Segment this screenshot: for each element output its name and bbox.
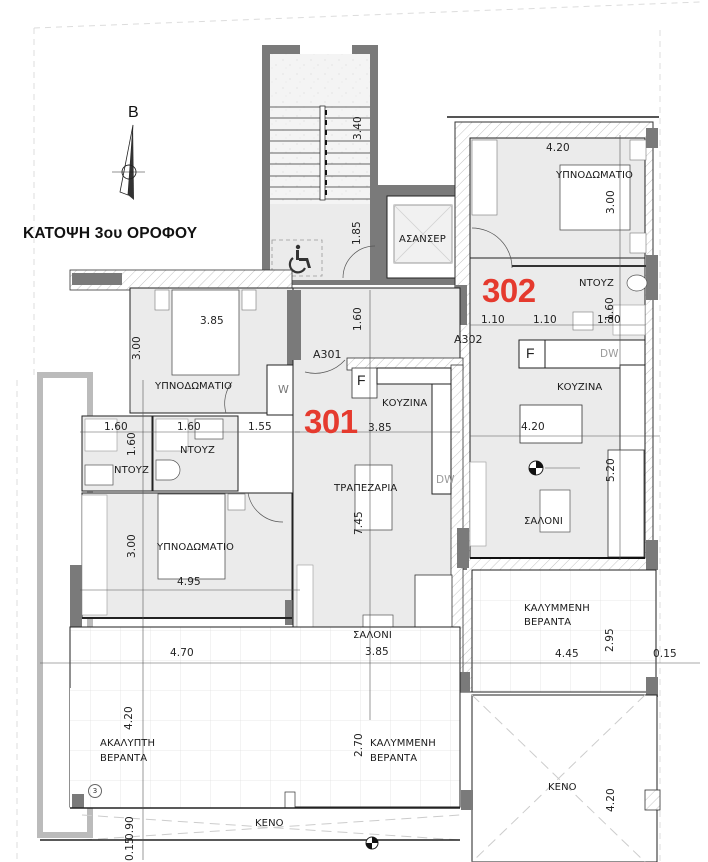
unit-301-verandas bbox=[40, 626, 473, 850]
kitchen-301-label: ΚΟΥΖΙΝΑ bbox=[382, 398, 428, 409]
kitchen-302-fridge: F bbox=[526, 345, 535, 361]
covered-veranda-302-label-1: ΚΑΛΥΜΜΕΝΗ bbox=[524, 603, 590, 614]
kitchen-301-fridge: F bbox=[357, 372, 366, 388]
covered-veranda-302-width: 4.45 bbox=[555, 648, 579, 660]
site-boundary bbox=[16, 1, 701, 862]
kitchen-302-width: 4.20 bbox=[521, 421, 545, 433]
unit-302-door-label: A302 bbox=[454, 333, 483, 346]
unit-number-301[interactable]: 301 bbox=[304, 403, 358, 440]
wheelchair-icon bbox=[288, 244, 311, 274]
living-301-width: 3.85 bbox=[365, 646, 389, 658]
stair-core bbox=[262, 45, 378, 285]
bedroom1-width: 3.85 bbox=[200, 315, 224, 327]
bath1-depth: 1.60 bbox=[126, 432, 138, 456]
living-302-label: ΣΑΛΟΝΙ bbox=[524, 516, 563, 527]
north-label: B bbox=[128, 104, 139, 121]
bedroom-302-depth: 3.00 bbox=[605, 190, 617, 214]
unit-302-veranda bbox=[471, 569, 661, 862]
open-veranda-width: 4.70 bbox=[170, 647, 194, 659]
open-veranda-label-2: ΒΕΡΑΝΤΑ bbox=[100, 753, 148, 764]
dining-label: ΤΡΑΠΕΖΑΡΙΑ bbox=[334, 483, 398, 494]
void-301-dim-a: 0.15 bbox=[124, 837, 136, 861]
hall-width: 1.55 bbox=[248, 421, 272, 433]
bath1-label: ΝΤΟΥΖ bbox=[114, 465, 149, 476]
elevator-label: ΑΣΑΝΣΕΡ bbox=[399, 234, 446, 245]
bath1-width: 1.60 bbox=[104, 421, 128, 433]
bath-302-width: 1.80 bbox=[597, 314, 621, 326]
bedroom-302-width: 4.20 bbox=[546, 142, 570, 154]
living-301-label: ΣΑΛΟΝΙ bbox=[353, 630, 392, 641]
kitchen-301-dishwasher: DW bbox=[436, 474, 455, 486]
elevator-shaft bbox=[378, 185, 468, 285]
bedroom2-width: 4.95 bbox=[177, 576, 201, 588]
covered-veranda-301-label-2: ΒΕΡΑΝΤΑ bbox=[370, 753, 418, 764]
bedroom2-label: ΥΠΝΟΔΩΜΑΤΙΟ bbox=[157, 542, 234, 553]
void-301-dim-b: 0.90 bbox=[124, 816, 136, 840]
kitchen-302-label: ΚΟΥΖΙΝΑ bbox=[557, 382, 603, 393]
open-veranda-depth: 4.20 bbox=[123, 706, 135, 730]
wardrobe-label: W bbox=[278, 383, 289, 396]
covered-veranda-302-label-2: ΒΕΡΑΝΤΑ bbox=[524, 617, 572, 628]
bath2-width: 1.60 bbox=[177, 421, 201, 433]
covered-veranda-301-label-1: ΚΑΛΥΜΜΕΝΗ bbox=[370, 738, 436, 749]
void-302-depth: 4.20 bbox=[605, 788, 617, 812]
stair-dimension: 3.40 bbox=[352, 116, 364, 140]
covered-veranda-302-depth: 2.95 bbox=[604, 628, 616, 652]
kitchen-301-width: 3.85 bbox=[368, 422, 392, 434]
bedroom2-depth: 3.00 bbox=[126, 534, 138, 558]
section-marker-3: 3 bbox=[88, 784, 102, 798]
unit-301-door-label: A301 bbox=[313, 348, 342, 361]
dining-depth: 7.45 bbox=[353, 511, 365, 535]
north-arrow-icon bbox=[112, 124, 145, 200]
bedroom1-depth: 3.00 bbox=[131, 336, 143, 360]
dimension-lines bbox=[40, 135, 700, 860]
corridor-dimension: 1.60 bbox=[352, 307, 364, 331]
void-301-label: ΚΕΝΟ bbox=[255, 818, 284, 829]
void-302-label: ΚΕΝΟ bbox=[548, 782, 577, 793]
bedroom-302-label: ΥΠΝΟΔΩΜΑΤΙΟ bbox=[556, 170, 633, 181]
living-302-depth: 5.20 bbox=[605, 458, 617, 482]
covered-veranda-301-depth: 2.70 bbox=[353, 733, 365, 757]
entry-302-dim-2: 1.10 bbox=[533, 314, 557, 326]
kitchen-302-dishwasher: DW bbox=[600, 348, 619, 360]
veranda-302-offset: 0.15 bbox=[653, 648, 677, 660]
bath-302-label: ΝΤΟΥΖ bbox=[579, 278, 614, 289]
open-veranda-label-1: ΑΚΑΛΥΠΤΗ bbox=[100, 738, 156, 749]
entry-302-dim-1: 1.10 bbox=[481, 314, 505, 326]
bedroom1-label: ΥΠΝΟΔΩΜΑΤΙΟ bbox=[155, 381, 232, 392]
unit-301-walls bbox=[37, 269, 470, 838]
unit-number-302[interactable]: 302 bbox=[482, 272, 536, 309]
plan-title: ΚΑΤΟΨΗ 3ου ΟΡΟΦΟΥ bbox=[23, 225, 198, 242]
bath2-label: ΝΤΟΥΖ bbox=[180, 445, 215, 456]
landing-dimension: 1.85 bbox=[351, 221, 363, 245]
